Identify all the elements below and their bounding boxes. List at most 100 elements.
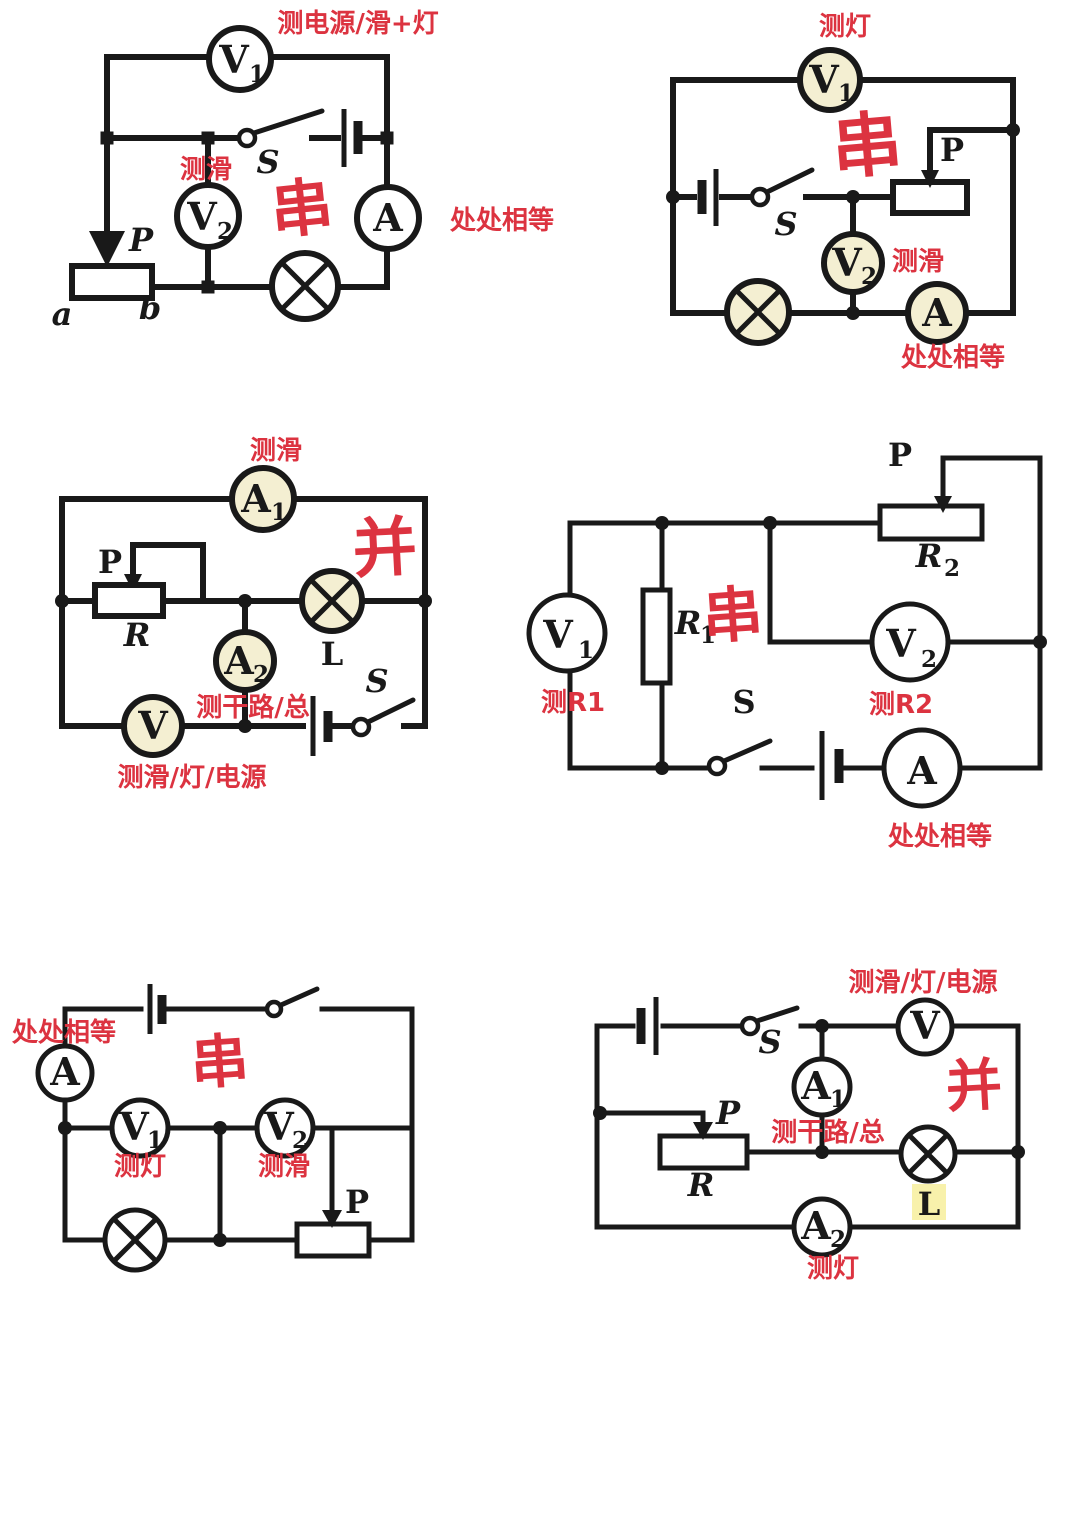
voltmeter-v2-sub: 2 [217, 218, 233, 245]
terminal-a-label: a [52, 295, 73, 333]
note-v2: 测滑 [258, 1152, 310, 1182]
note-v2: 测R2 [869, 690, 933, 720]
wire [597, 1110, 706, 1127]
switch-lever [278, 986, 320, 1008]
slider-label: P [888, 436, 912, 474]
diagram-5-series-circuit: A V 1 V 2 P 处处相等 串 测灯 测滑 [11, 984, 415, 1273]
note-voltmeter: 测滑/灯/电源 [118, 763, 267, 793]
switch-lever [251, 108, 325, 136]
voltmeter-label: V [137, 703, 169, 748]
note-circuit-type: 并 [351, 510, 419, 587]
rheostat [92, 582, 166, 619]
junction-dot [1011, 1145, 1025, 1159]
ammeter [35, 1043, 95, 1103]
note-a1: 测滑 [250, 436, 302, 466]
diagram-1-series-circuit: V 1 V 2 A S P a b 测电源/滑+灯 测滑 串 处处相等 [52, 9, 554, 333]
lamp-label: L [321, 635, 344, 673]
note-v2: 测滑 [892, 247, 944, 277]
note-v1: 测电源/滑+灯 [277, 9, 438, 39]
wire [130, 542, 206, 604]
slider-arrow [934, 496, 952, 513]
rheostat [657, 1133, 750, 1171]
junction-dot [380, 131, 394, 145]
voltmeter [895, 997, 955, 1057]
voltmeter-v2-sub: 2 [921, 646, 937, 673]
note-a2: 测灯 [807, 1254, 859, 1284]
voltmeter-v2 [869, 601, 951, 683]
note-circuit-type: 并 [944, 1053, 1003, 1121]
note-ammeter: 处处相等 [449, 205, 554, 236]
voltmeter-v2-sub: 2 [292, 1127, 308, 1154]
voltmeter-v1 [206, 25, 274, 93]
voltmeter-v2-label: V [186, 194, 218, 239]
voltmeter-v1-label: V [542, 612, 574, 657]
voltmeter-v1-label: V [118, 1104, 150, 1149]
switch-pivot [706, 755, 728, 777]
junction-dot [100, 131, 114, 145]
note-voltmeter: 测滑/灯/电源 [849, 968, 998, 998]
slider-label: P [98, 543, 122, 581]
voltmeter-label: V [909, 1003, 941, 1048]
junction-dot [58, 1121, 72, 1135]
resistor-r1-sub: 1 [700, 622, 716, 649]
switch-pivot [264, 999, 284, 1019]
slider-label: P [345, 1183, 369, 1221]
diagram-4-series-circuit: V 1 V 2 A R 1 R 2 P S 串 测R1 测R2 处处相等 [526, 436, 1047, 852]
ammeter [905, 281, 969, 345]
ammeter-label: A [372, 195, 403, 240]
junction-dot [763, 516, 777, 530]
note-v1: 测R1 [541, 688, 605, 718]
note-circuit-type: 串 [828, 102, 905, 190]
junction-dot [815, 1019, 829, 1033]
junction-dot [846, 306, 860, 320]
ammeter-a1 [791, 1056, 853, 1118]
junction-dot [238, 594, 252, 608]
lamp-cross [734, 288, 782, 336]
rheostat-r2-sub: 2 [944, 555, 960, 582]
slider-label: P [715, 1094, 741, 1132]
ammeter [354, 184, 422, 252]
junction-dot [213, 1121, 227, 1135]
junction-dot [55, 594, 69, 608]
voltmeter-v1 [797, 47, 863, 113]
voltmeter-v1-label: V [808, 57, 840, 102]
diagram-2-series-circuit: V 1 V 2 A S P 测灯 串 测滑 处处相等 [666, 12, 1020, 373]
lamp-label: L [918, 1185, 941, 1223]
voltmeter-v1-sub: 1 [147, 1127, 163, 1154]
rheostat-label: R [687, 1166, 715, 1204]
junction-dot [593, 1106, 607, 1120]
switch-pivot [749, 186, 771, 208]
switch-label: S [774, 205, 797, 243]
voltmeter-v1-sub: 1 [249, 61, 265, 88]
switch-label: S [732, 683, 755, 721]
slider-arrow [921, 170, 939, 188]
rheostat-r2 [877, 503, 985, 542]
switch-lever [365, 697, 416, 725]
voltmeter-v2-label: V [831, 240, 863, 285]
wire [940, 455, 1043, 501]
rheostat [69, 263, 155, 301]
ammeter [881, 727, 963, 809]
switch-label: S [758, 1023, 781, 1061]
note-a2: 测干路/总 [196, 692, 310, 723]
lamp-cross [112, 1217, 158, 1263]
voltmeter-v1 [526, 592, 608, 674]
lamp-cross [279, 260, 331, 312]
note-v1: 测灯 [114, 1152, 166, 1182]
junction-dot [238, 719, 252, 733]
terminal-b-label: b [139, 289, 161, 327]
voltmeter-v2 [254, 1097, 316, 1159]
junction-dot [1006, 123, 1020, 137]
junction-dot [213, 1233, 227, 1247]
switch-pivot [350, 716, 372, 738]
ammeter-a1 [229, 465, 297, 533]
ammeter-label: A [49, 1049, 80, 1094]
note-a1: 测干路/总 [771, 1117, 885, 1148]
ammeter-a1-label: A [800, 1063, 831, 1108]
note-v1: 测灯 [819, 12, 871, 42]
note-ammeter: 处处相等 [887, 821, 992, 852]
switch-lever [721, 738, 773, 764]
switch-label: S [365, 662, 388, 700]
